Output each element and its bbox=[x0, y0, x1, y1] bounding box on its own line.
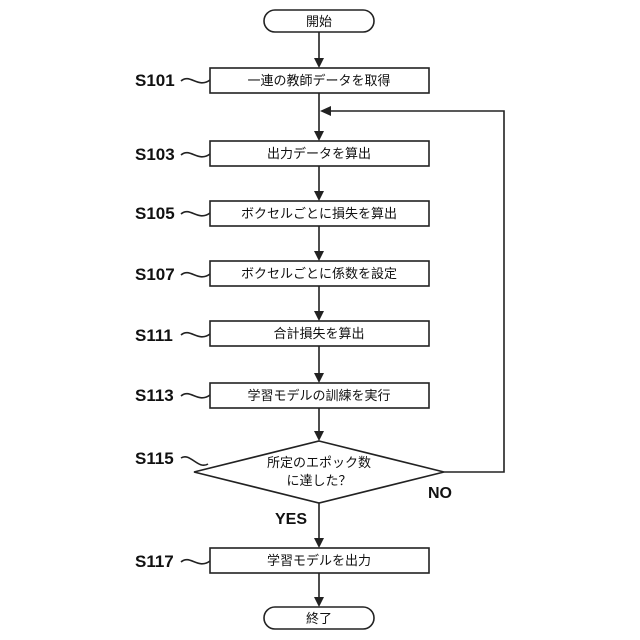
arrowhead bbox=[314, 131, 324, 141]
arrowhead bbox=[320, 106, 331, 116]
branch-no-label: NO bbox=[428, 485, 452, 502]
start-text: 開始 bbox=[306, 15, 332, 30]
step-s111-leader bbox=[181, 333, 210, 337]
decision-s115-leader bbox=[181, 457, 208, 465]
step-s111-label: S111 bbox=[135, 326, 173, 345]
step-s113-label: S113 bbox=[135, 386, 174, 405]
arrowhead bbox=[314, 431, 324, 441]
arrowhead bbox=[314, 597, 324, 607]
end-text: 終了 bbox=[306, 611, 332, 627]
step-s105-leader bbox=[181, 212, 210, 216]
step-s107-text: ボクセルごとに係数を設定 bbox=[241, 266, 397, 282]
arrowhead bbox=[314, 538, 324, 548]
step-s111-text: 合計損失を算出 bbox=[273, 326, 364, 342]
step-s117-text: 学習モデルを出力 bbox=[267, 553, 371, 569]
arrowhead bbox=[314, 58, 324, 68]
step-s103-label: S103 bbox=[135, 145, 175, 164]
step-s103-text: 出力データを算出 bbox=[267, 146, 371, 162]
decision-s115-diamond bbox=[194, 441, 444, 503]
decision-s115-text-line2: に達した？ bbox=[286, 474, 351, 489]
step-s107-leader bbox=[181, 273, 210, 277]
step-s101-text: 一連の教師データを取得 bbox=[247, 73, 390, 89]
step-s105-label: S105 bbox=[135, 204, 175, 223]
step-s113-text: 学習モデルの訓練を実行 bbox=[247, 388, 390, 404]
branch-yes-label: YES bbox=[275, 511, 307, 528]
decision-s115-text-line1: 所定のエポック数 bbox=[267, 456, 371, 471]
arrowhead bbox=[314, 191, 324, 201]
decision-s115-label: S115 bbox=[135, 449, 174, 468]
step-s113-leader bbox=[181, 394, 210, 398]
arrowhead bbox=[314, 311, 324, 321]
step-s101-leader bbox=[181, 79, 210, 83]
step-s107-label: S107 bbox=[135, 265, 175, 284]
step-s101-label: S101 bbox=[135, 71, 175, 90]
step-s117-leader bbox=[181, 560, 210, 564]
step-s105-text: ボクセルごとに損失を算出 bbox=[241, 206, 397, 222]
arrowhead bbox=[314, 251, 324, 261]
arrowhead bbox=[314, 373, 324, 383]
step-s117-label: S117 bbox=[135, 552, 174, 571]
step-s103-leader bbox=[181, 153, 210, 157]
